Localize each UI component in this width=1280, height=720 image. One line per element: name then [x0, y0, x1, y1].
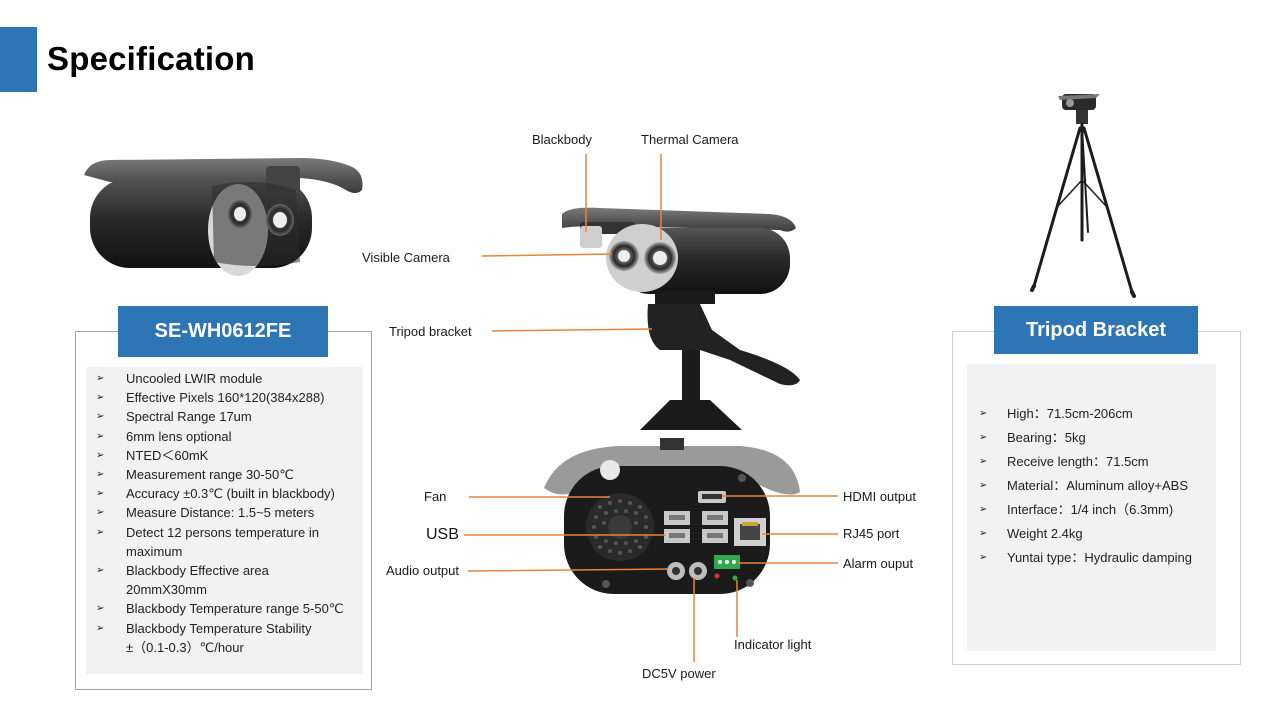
spec-item: ➢Blackbody Effective area 20mmX30mm [96, 563, 269, 598]
title-accent-bar [0, 27, 37, 92]
device-spec-list: ➢Uncooled LWIR module ➢Effective Pixels … [86, 367, 363, 657]
spec-item: ➢Effective Pixels 160*120(384x288) [96, 388, 349, 407]
callout-indicator-light: Indicator light [734, 637, 812, 652]
bullet-icon: ➢ [96, 622, 105, 634]
spec-item: ➢Weight 2.4kg [979, 522, 1204, 546]
bullet-icon: ➢ [979, 480, 988, 491]
spec-item: ➢Bearing：5kg [979, 426, 1204, 450]
bullet-icon: ➢ [96, 469, 105, 481]
callout-leader-lines [464, 154, 838, 662]
bullet-icon: ➢ [979, 504, 988, 515]
spec-item: ➢Material：Aluminum alloy+ABS [979, 474, 1204, 498]
bullet-icon: ➢ [96, 411, 105, 423]
spec-item: ➢Receive length：71.5cm [979, 450, 1204, 474]
bullet-icon: ➢ [979, 456, 988, 467]
device-model-title: SE-WH0612FE [118, 306, 328, 357]
bullet-icon: ➢ [96, 507, 105, 519]
bullet-icon: ➢ [979, 408, 988, 419]
spec-item: ➢Detect 12 persons temperature in maximu… [96, 524, 319, 559]
bullet-icon: ➢ [96, 603, 105, 615]
bullet-icon: ➢ [979, 432, 988, 443]
page-title: Specification [47, 40, 255, 77]
spec-item: ➢NTED＜60mK [96, 446, 349, 465]
callout-fan: Fan [424, 489, 447, 504]
bullet-icon: ➢ [96, 430, 105, 442]
tripod-spec-panel: ➢High：71.5cm-206cm ➢Bearing：5kg ➢Receive… [967, 364, 1216, 651]
tripod-spec-list: ➢High：71.5cm-206cm ➢Bearing：5kg ➢Receive… [967, 364, 1216, 570]
callout-dc5v-power: DC5V power [642, 666, 716, 681]
back-panel-image [544, 438, 800, 594]
bullet-icon: ➢ [979, 528, 988, 539]
bullet-icon: ➢ [979, 552, 988, 563]
callout-blackbody: Blackbody [532, 132, 592, 147]
callout-thermal-camera: Thermal Camera [641, 132, 739, 147]
spec-item: ➢Accuracy ±0.3℃ (built in blackbody) [96, 484, 349, 503]
callout-tripod-bracket: Tripod bracket [389, 324, 472, 339]
callout-alarm-output: Alarm ouput [843, 556, 914, 571]
device-spec-panel: ➢Uncooled LWIR module ➢Effective Pixels … [86, 367, 363, 674]
callout-visible-camera: Visible Camera [362, 250, 450, 265]
camera-product-image [84, 158, 363, 276]
callout-usb: USB [426, 526, 459, 543]
bullet-icon: ➢ [96, 449, 105, 461]
spec-item: ➢Blackbody Temperature range 5-50℃ [96, 599, 349, 618]
bullet-icon: ➢ [96, 373, 105, 384]
tripod-image [1030, 94, 1136, 298]
spec-item: ➢High：71.5cm-206cm [979, 402, 1204, 426]
callout-audio-output: Audio output [386, 563, 460, 578]
spec-item: ➢Measurement range 30-50℃ [96, 465, 349, 484]
tripod-card-title: Tripod Bracket [994, 306, 1198, 354]
spec-item: ➢Blackbody Temperature Stability ±（0.1-0… [96, 620, 312, 655]
spec-item: ➢Spectral Range 17um [96, 407, 349, 426]
spec-item: ➢Interface：1/4 inch（6.3mm) [979, 498, 1204, 522]
spec-item: ➢Measure Distance: 1.5~5 meters [96, 503, 349, 522]
spec-item: ➢Uncooled LWIR module [96, 369, 349, 388]
bullet-icon: ➢ [96, 392, 105, 404]
bullet-icon: ➢ [96, 565, 105, 577]
spec-item: ➢6mm lens optional [96, 427, 349, 446]
center-camera-image [562, 207, 800, 430]
callout-hdmi-output: HDMI output [843, 489, 916, 504]
bullet-icon: ➢ [96, 526, 105, 538]
bullet-icon: ➢ [96, 488, 105, 500]
spec-item: ➢Yuntai type：Hydraulic damping [979, 546, 1204, 570]
callout-rj45-port: RJ45 port [843, 526, 900, 541]
